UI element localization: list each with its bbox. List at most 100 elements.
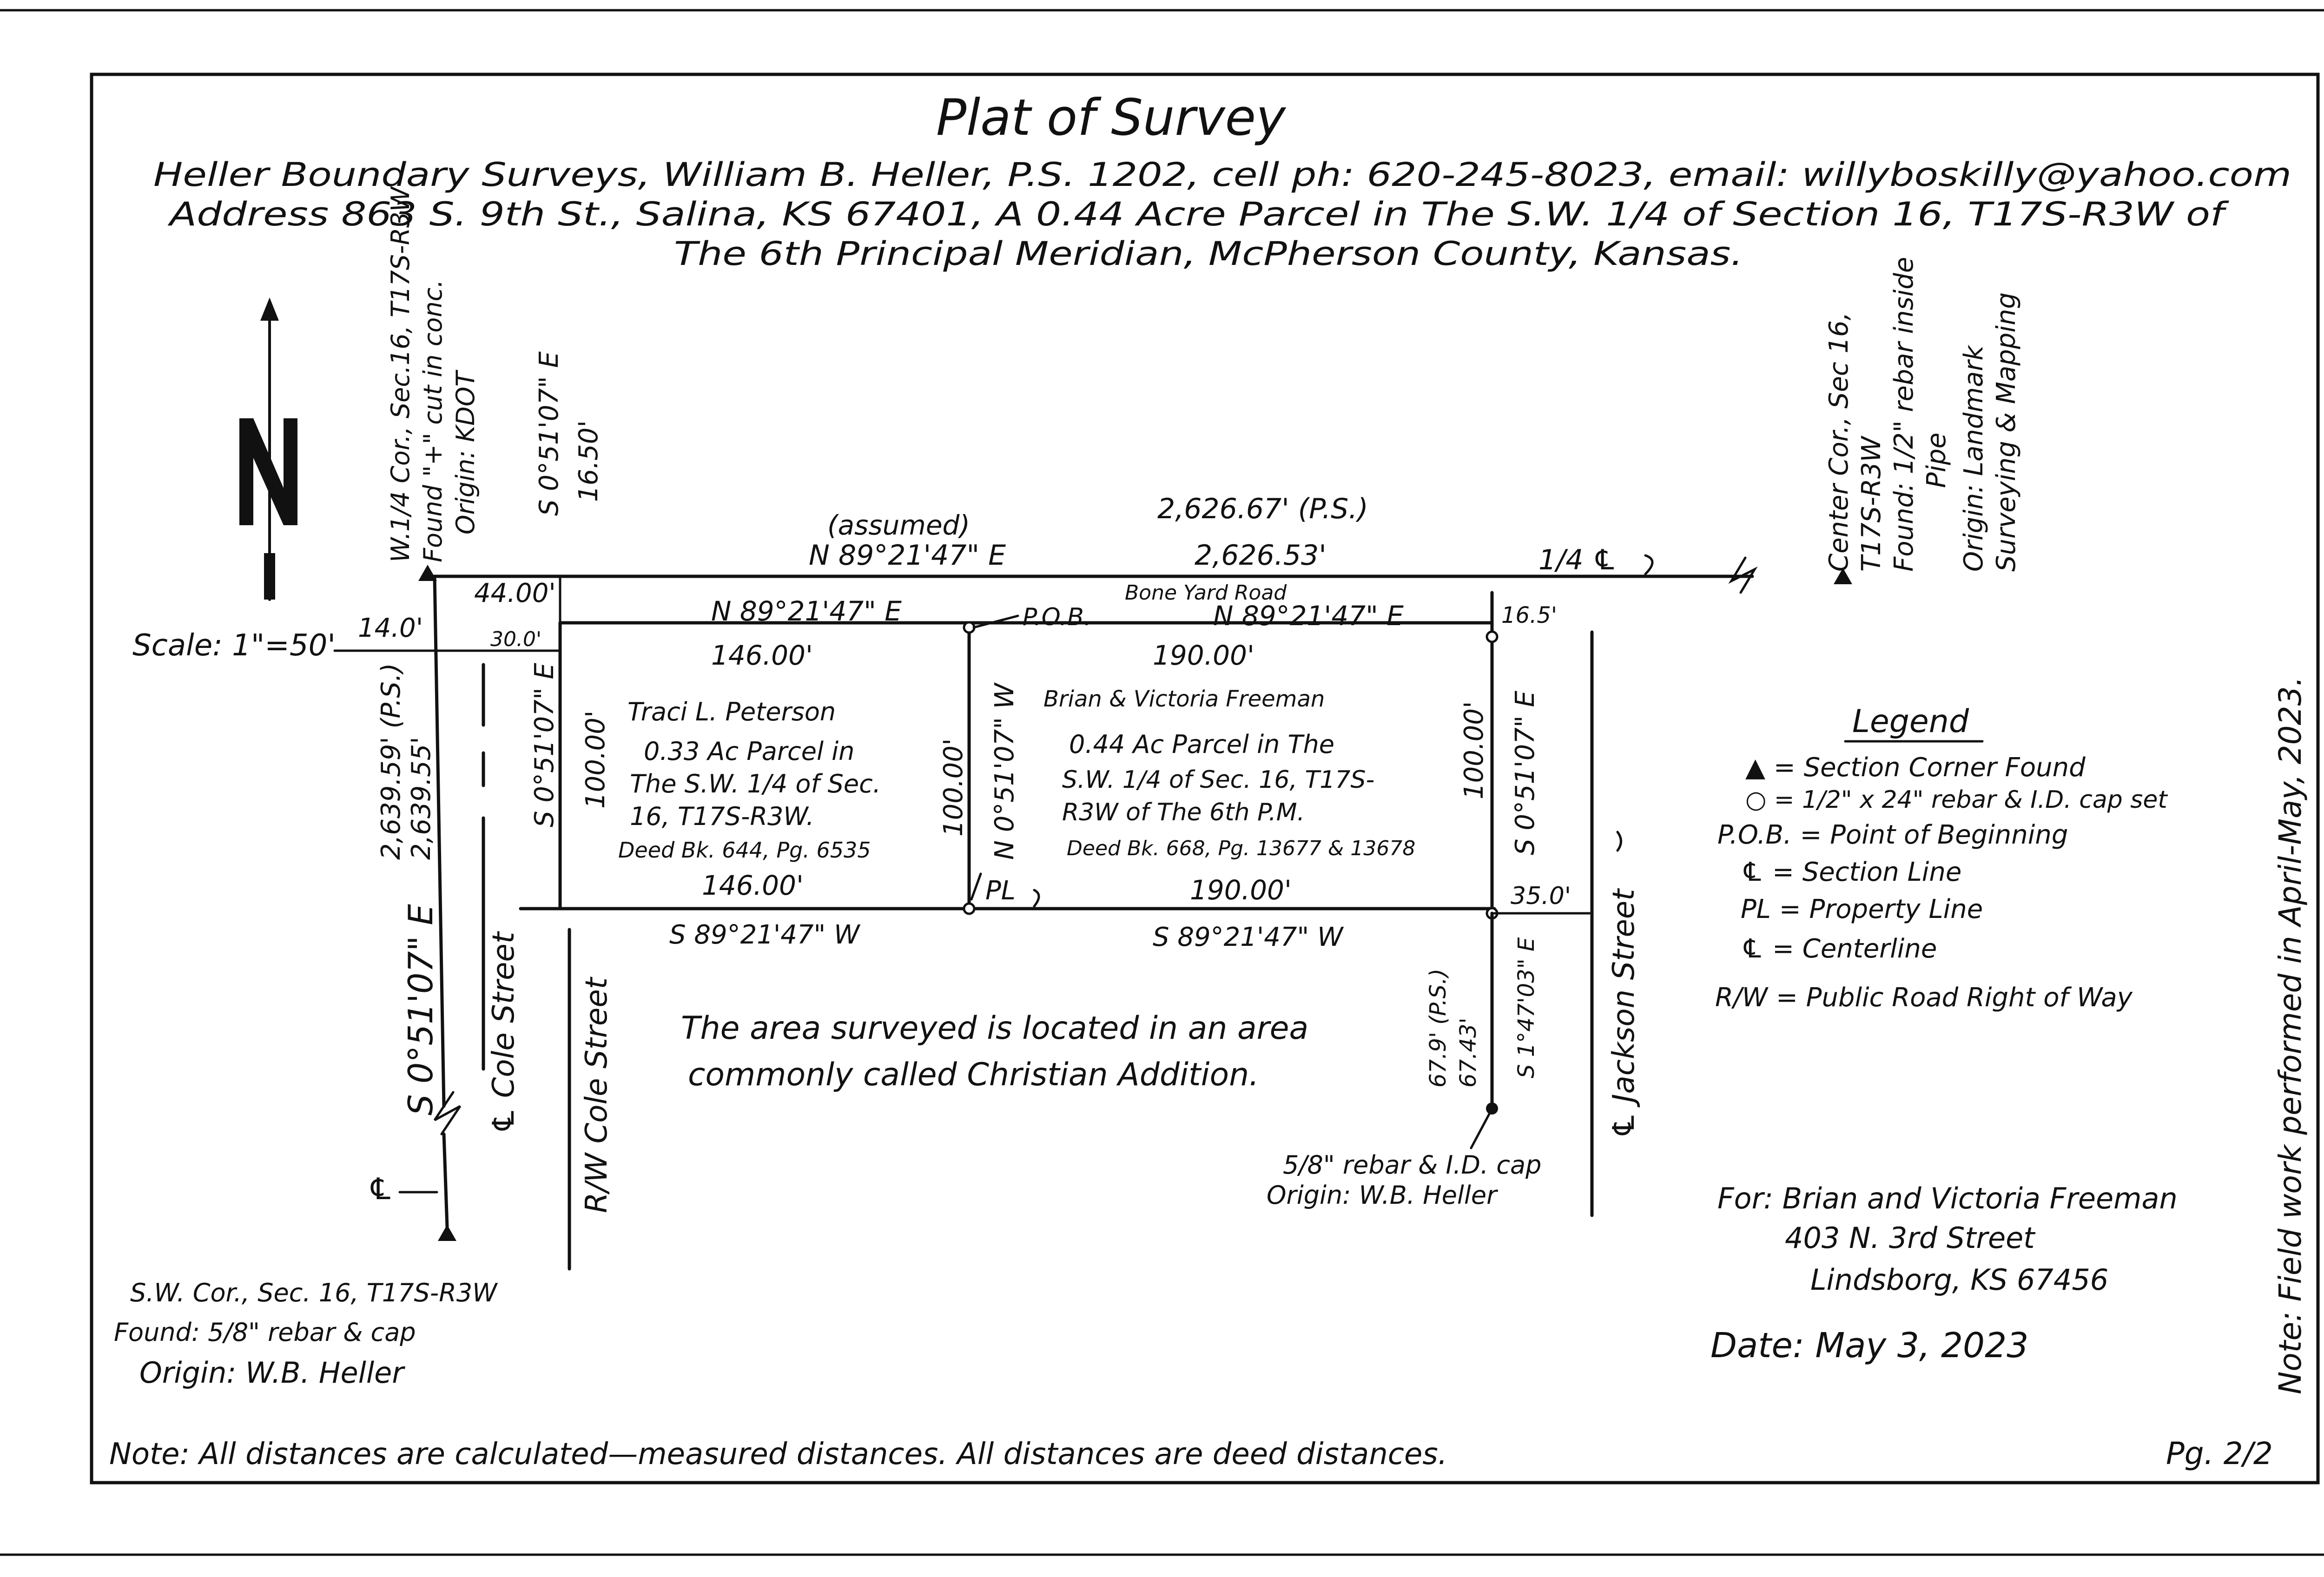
quarter-line-label: 1/4 ℄ [1538, 544, 1617, 576]
sw-corner-note-line-2: Found: 5/8" rebar & cap [114, 1318, 416, 1347]
west-section-line-lower [442, 1132, 449, 1229]
west-quarter-corner-triangle [418, 565, 437, 581]
rebar-note-line-1: 5/8" rebar & I.D. cap [1283, 1150, 1541, 1180]
svg-text:R3W of The 6th P.M.: R3W of The 6th P.M. [1062, 798, 1305, 826]
legend-item-pob: P.O.B. = Point of Beginning [1717, 820, 2068, 850]
offset-35: 35.0' [1511, 882, 1571, 910]
svg-text:2,639.59' (P.S.): 2,639.59' (P.S.) [376, 663, 406, 860]
peterson-parcel-label: Traci L. Peterson 0.33 Ac Parcel in The … [618, 697, 881, 863]
svg-text:℄ Jackson Street: ℄ Jackson Street [1607, 888, 1641, 1139]
north-line-distance-ps: 2,626.67' (P.S.) [1157, 493, 1368, 525]
offset-30: 30.0' [490, 627, 541, 651]
west-line-dimensions: 2,639.59' (P.S.) 2,639.55' [376, 663, 436, 860]
svg-text:Note: Field work performed in: Note: Field work performed in April-May,… [2272, 677, 2308, 1394]
fieldwork-note: Note: Field work performed in April-May,… [2272, 677, 2308, 1394]
legend-item-section-line: ℄ = Section Line [1741, 857, 1961, 887]
sw-corner-note-line-1: S.W. Cor., Sec. 16, T17S-R3W [130, 1278, 498, 1307]
footer-note: Note: All distances are calculated—measu… [109, 1437, 1447, 1471]
svg-text:Found "+" cut in conc.: Found "+" cut in conc. [418, 279, 448, 562]
scale-label: Scale: 1"=50' [132, 628, 336, 663]
svg-text:Brian & Victoria Freeman: Brian & Victoria Freeman [1043, 686, 1325, 712]
rebar-set-ne [1486, 630, 1499, 643]
center-corner-note: Center Cor., Sec 16, T17S-R3W Found: 1/2… [1824, 257, 2021, 572]
svg-text:Origin: Landmark: Origin: Landmark [1959, 344, 1989, 572]
svg-text:S 0°51'07" E: S 0°51'07" E [529, 663, 560, 827]
peterson-west-dimension: S 0°51'07" E 100.00' [529, 663, 611, 827]
client-line-1: For: Brian and Victoria Freeman [1717, 1181, 2178, 1215]
header-line-3: The 6th Principal Meridian, McPherson Co… [674, 235, 1743, 273]
line-break-symbol [1728, 556, 1758, 594]
property-line-mark: PL [985, 876, 1016, 906]
svg-text:R/W Cole Street: R/W Cole Street [580, 976, 614, 1213]
client-line-3: Lindsborg, KS 67456 [1810, 1263, 2108, 1297]
svg-text:S 1°47'03" E: S 1°47'03" E [1513, 937, 1539, 1078]
svg-text:16, T17S-R3W.: 16, T17S-R3W. [630, 802, 814, 831]
svg-text:0.33 Ac Parcel in: 0.33 Ac Parcel in [644, 737, 854, 766]
north-line-bearing: N 89°21'47" E [809, 539, 1006, 572]
legend-item-property-line: PL = Property Line [1741, 894, 1983, 924]
svg-text:The S.W. 1/4 of Sec.: The S.W. 1/4 of Sec. [630, 769, 881, 798]
border-frame [90, 73, 2320, 1485]
rebar-found-leader [1470, 1112, 1491, 1149]
svg-text:Deed Bk. 668, Pg. 13677 & 1367: Deed Bk. 668, Pg. 13677 & 13678 [1067, 837, 1415, 860]
south-extension-dimension: 67.9' (P.S.) 67.43' S 1°47'03" E [1425, 937, 1539, 1088]
peterson-north-distance: 146.00' [711, 640, 813, 671]
mid-line-dimension: 100.00' N 0°51'07" W [938, 682, 1020, 860]
svg-text:Deed Bk. 644, Pg. 6535: Deed Bk. 644, Pg. 6535 [618, 838, 871, 863]
jackson-street-arrow [1616, 831, 1622, 852]
west-line-bearing: S 0°51'07" E [401, 904, 440, 1115]
offset-14: 14.0' [358, 613, 423, 643]
svg-text:N 0°51'07" W: N 0°51'07" W [990, 682, 1020, 860]
pob-leader [972, 614, 1019, 629]
offset-44: 44.00' [474, 578, 556, 608]
bone-yard-road-label: Bone Yard Road [1125, 581, 1287, 605]
pob-label: P.O.B. [1023, 603, 1091, 631]
legend-title: Legend [1852, 703, 1969, 740]
freeman-south-bearing: S 89°21'47" W [1153, 922, 1344, 952]
area-note-line-1: The area surveyed is located in an area [681, 1010, 1308, 1047]
legend: Legend ▲ = Section Corner Found ○ = 1/2"… [1715, 703, 2168, 1013]
client-line-2: 403 N. 3rd Street [1785, 1221, 2036, 1255]
center-corner-triangle [1834, 568, 1852, 584]
area-note-line-2: commonly called Christian Addition. [688, 1056, 1259, 1093]
cole-street-row-label: R/W Cole Street [580, 976, 614, 1213]
west-line-break [433, 1091, 462, 1135]
header-line-2: Address 863 S. 9th St., Salina, KS 67401… [167, 195, 2229, 233]
quarter-line-arrow [1644, 554, 1654, 575]
svg-text:Pipe: Pipe [1921, 433, 1952, 488]
freeman-parcel-label: Brian & Victoria Freeman 0.44 Ac Parcel … [1043, 686, 1415, 860]
svg-text:0.44 Ac Parcel in The: 0.44 Ac Parcel in The [1069, 730, 1334, 759]
svg-text:16.50': 16.50' [574, 420, 604, 502]
svg-text:S.W. 1/4 of Sec. 16, T17S-: S.W. 1/4 of Sec. 16, T17S- [1062, 766, 1374, 794]
freeman-north-bearing: N 89°21'47" E [1213, 600, 1404, 632]
svg-text:Center Cor., Sec 16,: Center Cor., Sec 16, [1824, 312, 1854, 572]
plat-title: Plat of Survey [936, 89, 1287, 147]
svg-text:T17S-R3W: T17S-R3W [1856, 435, 1887, 572]
peterson-south-distance: 146.00' [702, 870, 804, 901]
property-line-arrow [970, 872, 1040, 908]
sw-corner-note-line-3: Origin: W.B. Heller [139, 1356, 405, 1390]
legend-item-row: R/W = Public Road Right of Way [1715, 983, 2133, 1013]
west-quarter-corner-note: W.1/4 Cor., Sec.16, T17S-R3W Found "+" c… [386, 186, 480, 562]
north-row-dimension: S 0°51'07" E 16.50' [534, 351, 604, 516]
assumed-note: (assumed) [827, 509, 970, 541]
legend-item-centerline: ℄ = Centerline [1741, 934, 1937, 964]
svg-text:Traci L. Peterson: Traci L. Peterson [627, 697, 836, 726]
sw-corner-triangle [438, 1225, 456, 1241]
legend-item-section-corner: ▲ = Section Corner Found [1745, 752, 2086, 783]
north-line-distance: 2,626.53' [1195, 539, 1327, 572]
legend-item-rebar-set: ○ = 1/2" x 24" rebar & I.D. cap set [1745, 786, 2168, 814]
svg-text:Found: 1/2" rebar inside: Found: 1/2" rebar inside [1889, 257, 1919, 572]
rebar-found-south [1486, 1102, 1498, 1115]
svg-text:S 0°51'07" E: S 0°51'07" E [401, 904, 440, 1115]
rebar-note-line-2: Origin: W.B. Heller [1267, 1181, 1498, 1210]
svg-text:100.00': 100.00' [581, 711, 611, 809]
page-number: Pg. 2/2 [2166, 1436, 2273, 1471]
svg-text:67.9' (P.S.): 67.9' (P.S.) [1425, 969, 1451, 1088]
jackson-street-label: ℄ Jackson Street [1607, 888, 1641, 1139]
svg-text:Origin: KDOT: Origin: KDOT [451, 370, 480, 534]
svg-text:W.1/4 Cor., Sec.16, T17S-R3W: W.1/4 Cor., Sec.16, T17S-R3W [386, 186, 415, 562]
freeman-south-distance: 190.00' [1190, 874, 1292, 906]
header-line-1: Heller Boundary Surveys, William B. Hell… [153, 156, 2291, 194]
